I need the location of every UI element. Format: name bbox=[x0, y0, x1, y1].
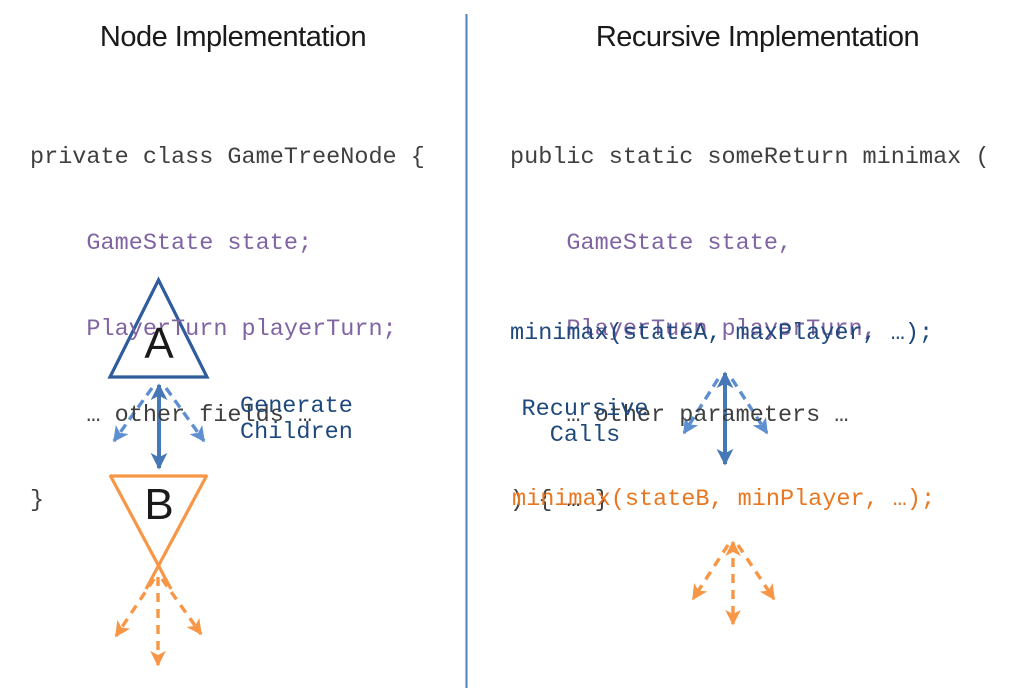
node-b-triangle-left-side bbox=[108, 474, 173, 590]
minimax-call-min: minimax(stateB, minPlayer, …); bbox=[512, 486, 936, 513]
code-line: PlayerTurn playerTurn, bbox=[510, 315, 877, 343]
code-line: GameState state, bbox=[510, 229, 793, 257]
minimax-call-max: minimax(stateA, maxPlayer, …); bbox=[510, 320, 934, 347]
node-b-expand-arrow-right bbox=[160, 578, 203, 636]
right-panel-title: Recursive Implementation bbox=[595, 21, 920, 53]
code-line: public static someReturn minimax ( bbox=[510, 144, 990, 172]
recursive-calls-caption: Recursive Calls bbox=[521, 396, 649, 449]
code-line: PlayerTurn playerTurn; bbox=[30, 315, 397, 343]
code-line: ) { … } bbox=[510, 487, 609, 515]
recursive-calls-arrow-dashed-right bbox=[730, 378, 769, 435]
deeper-calls-arrow-right bbox=[736, 544, 776, 601]
code-line: private class GameTreeNode { bbox=[30, 144, 425, 172]
generate-children-arrow-dashed-left bbox=[112, 387, 154, 443]
minimax-code-block: public static someReturn minimax ( GameS… bbox=[510, 87, 989, 573]
recursive-calls-arrow-dashed-left bbox=[682, 378, 720, 435]
node-code-block: private class GameTreeNode { GameState s… bbox=[30, 87, 425, 573]
node-a-triangle bbox=[107, 276, 210, 379]
code-line: … other fields … bbox=[30, 401, 313, 429]
generate-children-caption: Generate Children bbox=[240, 393, 353, 446]
node-b-triangle-right-side bbox=[144, 474, 209, 590]
code-line: GameState state; bbox=[30, 229, 313, 257]
code-line: } bbox=[30, 487, 45, 515]
left-panel-title: Node Implementation bbox=[99, 21, 367, 53]
generate-children-arrow-dashed-right bbox=[164, 387, 206, 443]
node-a-label: A bbox=[144, 319, 174, 368]
node-b-label: B bbox=[144, 480, 174, 529]
node-b-expand-arrow-left bbox=[114, 578, 156, 638]
code-line: … other parameters … bbox=[510, 401, 849, 429]
deeper-calls-arrow-left bbox=[691, 544, 730, 601]
